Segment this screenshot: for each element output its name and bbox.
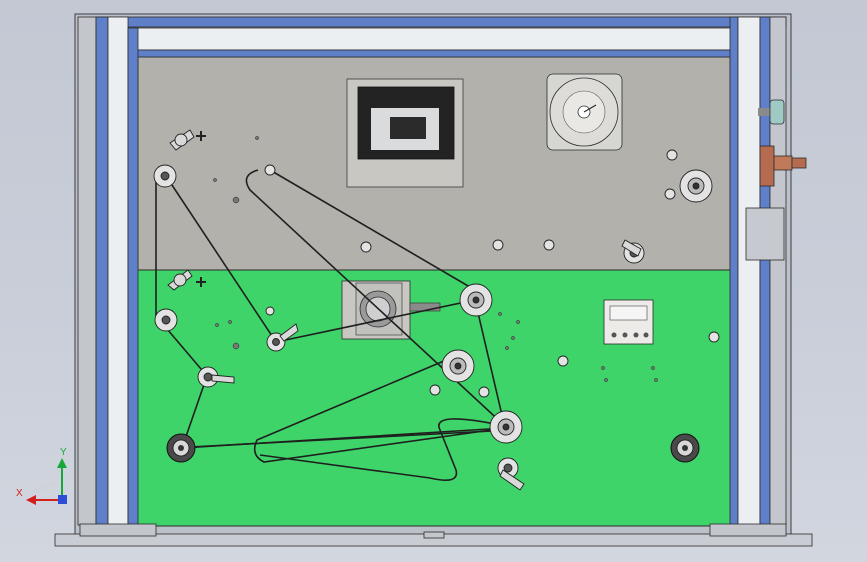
lower-panel	[79, 269, 786, 527]
side-gear[interactable]	[759, 145, 807, 187]
axis-x-label: X	[16, 488, 23, 499]
hmi-touch-screen[interactable]	[346, 78, 464, 188]
panel-bolts	[213, 136, 658, 382]
axis-triad: Y X	[16, 447, 67, 505]
axis-y-label: Y	[60, 447, 67, 458]
rewind-roller[interactable]	[670, 433, 700, 463]
top-beam	[127, 27, 734, 51]
digital-controller[interactable]	[603, 299, 654, 345]
dancer-arm-cross	[196, 131, 206, 287]
dancer-arm[interactable]	[167, 129, 642, 491]
servo-motor[interactable]	[546, 73, 623, 151]
side-knob[interactable]	[758, 99, 785, 125]
electrical-box[interactable]	[745, 207, 785, 261]
right-column	[737, 16, 761, 526]
unwind-roller[interactable]	[166, 433, 196, 463]
left-column-blue	[95, 16, 109, 526]
guide-roller[interactable]	[153, 149, 720, 479]
left-column	[107, 16, 129, 526]
